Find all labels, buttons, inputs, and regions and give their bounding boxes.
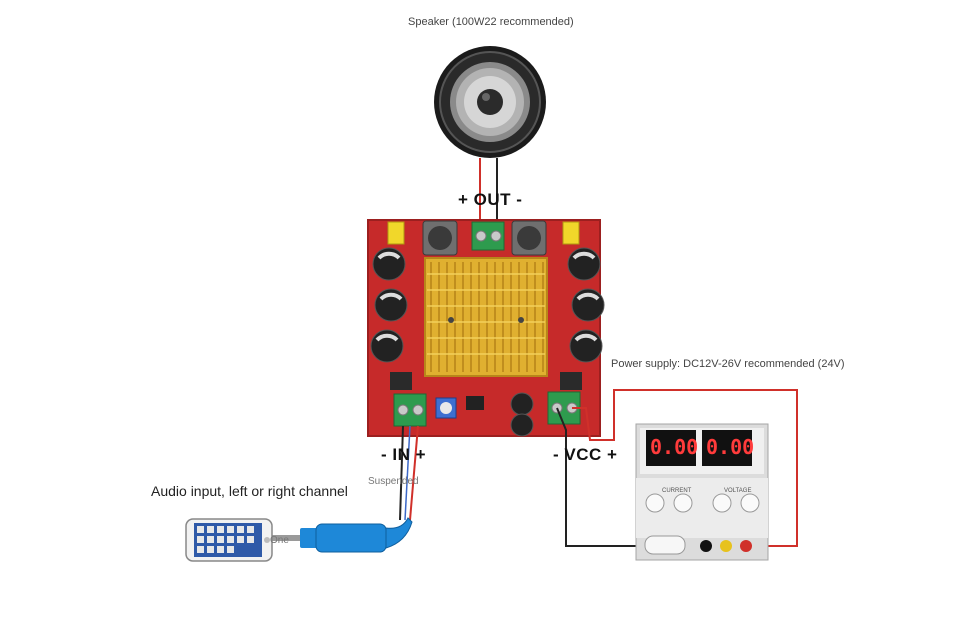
vcc-positive-wire <box>572 389 798 547</box>
out-terminal-label: + OUT - <box>458 190 523 209</box>
psu-current-caption: CURRENT <box>662 488 692 494</box>
one-label: One <box>270 535 289 546</box>
vcc-terminal-label: - VCC + <box>553 445 618 464</box>
audio-input-label: Audio input, left or right channel <box>151 483 348 499</box>
input-signal-wire <box>409 425 419 521</box>
speaker-label: Speaker (100W22 recommended) <box>408 16 574 28</box>
power-supply-label: Power supply: DC12V-26V recommended (24V… <box>611 358 845 370</box>
suspended-label: Suspended <box>368 476 419 487</box>
speaker-icon <box>434 46 546 158</box>
audio-jack <box>265 517 413 553</box>
power-supply <box>635 423 769 561</box>
input-ground-wire <box>399 425 404 521</box>
psu-voltage-caption: VOLTAGE <box>724 488 752 494</box>
phone-icon <box>185 518 273 562</box>
in-terminal-label: - IN + <box>381 445 427 464</box>
psu-current-display: 0.00 <box>650 435 699 459</box>
input-suspended-wire <box>404 425 411 521</box>
heatsink <box>424 257 548 377</box>
psu-voltage-display: 0.00 <box>706 435 755 459</box>
amplifier-board <box>367 219 605 437</box>
